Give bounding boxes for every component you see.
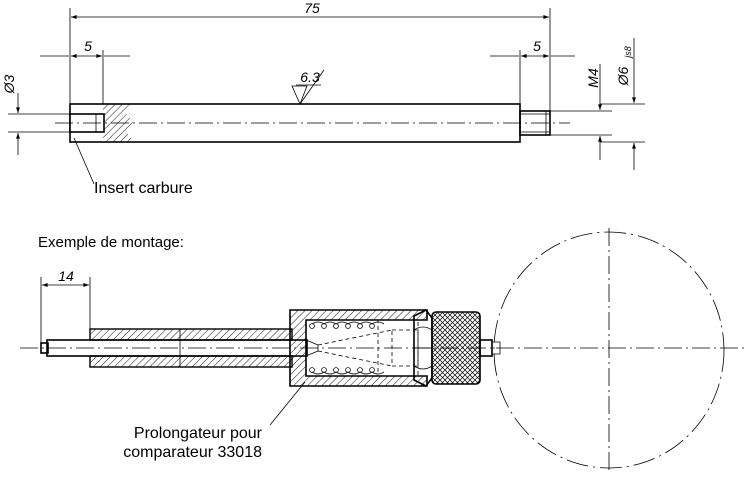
extension-sleeve-top bbox=[89, 328, 293, 341]
dimension-m4-text: M4 bbox=[585, 68, 601, 88]
example-title: Exemple de montage: bbox=[38, 234, 184, 251]
dimension-diameter-6: Ø6 js8 bbox=[600, 38, 645, 170]
insert-label: Insert carbure bbox=[94, 180, 193, 197]
extension-label-line2: comparateur 33018 bbox=[123, 444, 262, 461]
dimension-5-right: 5 bbox=[490, 38, 575, 104]
dimension-tolerance-text: js8 bbox=[623, 46, 633, 59]
dimension-diameter-3: Ø3 bbox=[1, 74, 70, 155]
insert-leader: Insert carbure bbox=[73, 137, 193, 197]
dimension-5-left-text: 5 bbox=[84, 38, 92, 54]
dimension-5-right-text: 5 bbox=[533, 38, 541, 54]
dimension-14: 14 bbox=[40, 268, 91, 343]
dimension-14-text: 14 bbox=[58, 268, 74, 284]
extension-label-line1: Prolongateur pour bbox=[134, 425, 263, 442]
dimension-m4: M4 bbox=[550, 64, 612, 160]
extension-leader: Prolongateur pour comparateur 33018 bbox=[123, 381, 306, 461]
dimension-diameter-6-text: Ø6 bbox=[615, 66, 631, 86]
dimension-diameter-3-text: Ø3 bbox=[1, 74, 17, 94]
roughness-value: 6.3 bbox=[300, 69, 320, 85]
pin-view bbox=[55, 103, 570, 143]
roughness-symbol: 6.3 bbox=[291, 69, 325, 106]
dial-gauge-outline bbox=[493, 228, 725, 470]
dimension-75: 75 bbox=[69, 0, 551, 111]
cone-tip bbox=[305, 339, 319, 357]
plunger-guide bbox=[377, 319, 419, 377]
extension-sleeve-bottom bbox=[89, 355, 293, 368]
dimension-75-text: 75 bbox=[304, 0, 320, 16]
dimension-5-left: 5 bbox=[40, 38, 130, 104]
mounting-view bbox=[20, 308, 748, 388]
knurled-knob bbox=[431, 311, 481, 385]
spring bbox=[309, 321, 385, 375]
